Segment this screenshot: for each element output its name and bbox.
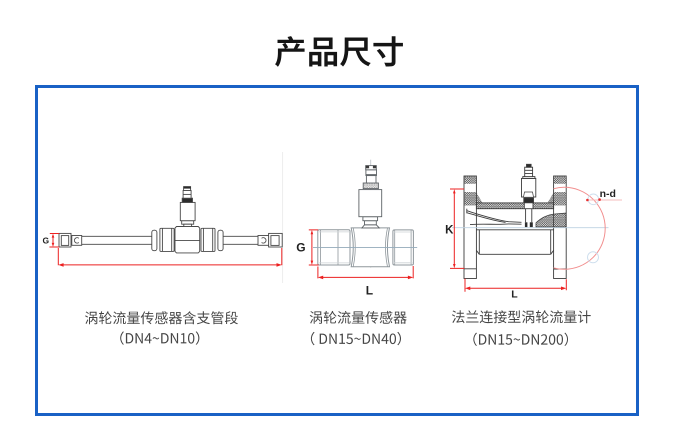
svg-text:G: G	[296, 241, 305, 255]
svg-text:L: L	[366, 283, 373, 297]
svg-text:L: L	[511, 288, 518, 300]
svg-text:n-d: n-d	[600, 188, 616, 200]
svg-text:K: K	[445, 225, 454, 237]
svg-text:G: G	[42, 236, 49, 246]
